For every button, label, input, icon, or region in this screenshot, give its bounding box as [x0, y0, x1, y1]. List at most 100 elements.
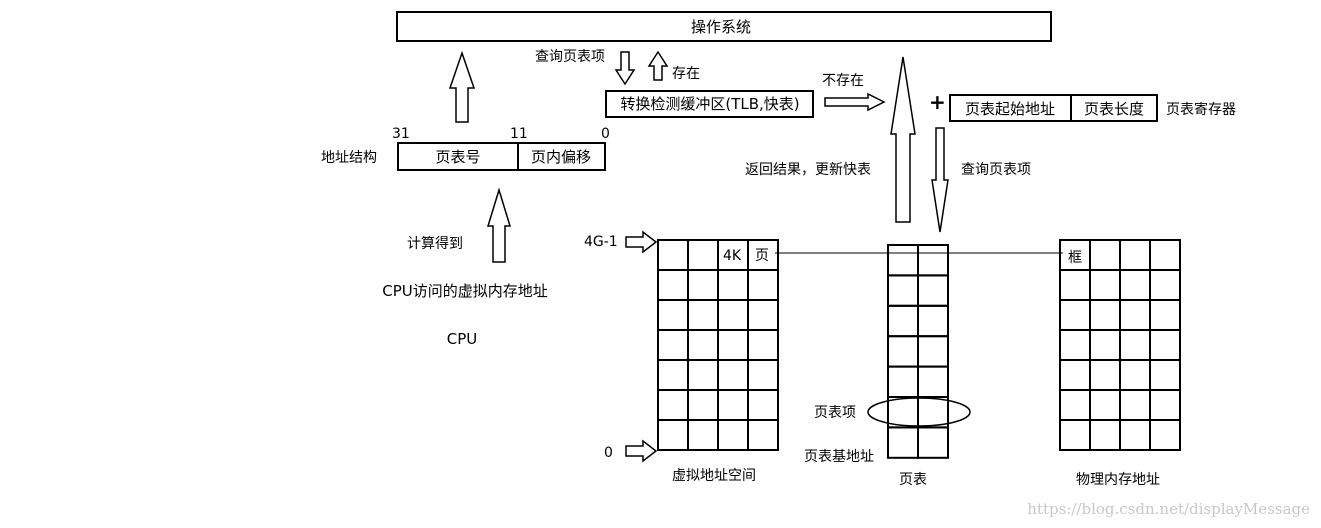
tlb-box-label: 转换检测缓冲区(TLB,快表): [620, 95, 799, 113]
physical-frame-cell: [1149, 299, 1181, 331]
register-start-addr-cell: [949, 94, 1072, 122]
pte-highlight-ellipse: [867, 397, 971, 427]
virtual-address-grid: [657, 239, 779, 451]
physical-frame-cell: [1059, 299, 1091, 331]
page-table-entry-cell: [887, 304, 919, 338]
cpu-vaddr-label: CPU访问的虚拟内存地址: [382, 282, 548, 300]
virtual-page-cell: [747, 389, 779, 421]
tlb-box: [605, 90, 814, 118]
physical-frame-cell: [1149, 269, 1181, 301]
virtual-page-cell: [717, 419, 749, 451]
page-table-entry-cell: [887, 426, 919, 459]
exists-label: 存在: [672, 66, 700, 82]
virtual-page-cell: [687, 329, 719, 361]
virtual-page-cell: [687, 389, 719, 421]
cpu-label: CPU: [447, 330, 478, 348]
bit-31-label: 31: [392, 126, 410, 142]
page-table-label: 页表: [899, 472, 927, 488]
return-result-label: 返回结果，更新快表: [745, 162, 871, 178]
physical-frame-label: 框: [1068, 250, 1082, 266]
vspace-top-marker: 4G-1: [584, 234, 618, 250]
physical-label: 物理内存地址: [1076, 472, 1160, 488]
page-number-cell: [397, 142, 519, 171]
page-table-entry-cell: [917, 274, 949, 307]
physical-frame-cell: [1089, 359, 1121, 391]
page-table-entry-cell: [887, 335, 919, 368]
page-offset-label: 页内偏移: [531, 148, 591, 166]
virtual-page-cell: [747, 329, 779, 361]
pte-label: 页表项: [814, 405, 856, 421]
page-number-label: 页表号: [435, 148, 480, 166]
query-pte-right-label: 查询页表项: [961, 162, 1031, 178]
page-table-grid: [887, 244, 949, 459]
computed-label: 计算得到: [407, 235, 463, 252]
page-table-entry-cell: [917, 396, 949, 429]
not-exists-label: 不存在: [822, 73, 864, 89]
register-label: 页表寄存器: [1166, 101, 1236, 118]
virtual-page-cell: [657, 299, 689, 331]
page-table-entry-cell: [917, 426, 949, 459]
physical-frame-cell: [1149, 419, 1181, 451]
right-arrow-not-exists-icon: [824, 92, 886, 112]
plus-sign: +: [929, 90, 946, 114]
query-pte-top-label: 查询页表项: [535, 49, 605, 65]
up-arrow-computed-icon: [486, 187, 512, 263]
physical-frame-cell: [1149, 359, 1181, 391]
vspace-cell-4k: 4K: [723, 248, 742, 264]
physical-frame-cell: [1089, 419, 1121, 451]
page-offset-cell: [517, 142, 606, 171]
virtual-page-cell: [717, 299, 749, 331]
up-arrow-return-icon: [890, 56, 916, 223]
up-arrow-to-os-icon: [448, 50, 476, 123]
physical-frame-cell: [1149, 329, 1181, 361]
virtual-page-cell: [657, 269, 689, 301]
physical-frame-cell: [1119, 239, 1151, 271]
virtual-page-cell: [657, 329, 689, 361]
down-arrow-query-pte-icon: [931, 127, 949, 233]
virtual-page-cell: [687, 419, 719, 451]
physical-frame-cell: [1089, 299, 1121, 331]
page-table-entry-cell: [917, 365, 949, 399]
os-box-label: 操作系统: [691, 18, 751, 36]
page-table-entry-cell: [917, 244, 949, 277]
virtual-page-cell: [687, 359, 719, 391]
physical-frame-cell: [1119, 419, 1151, 451]
vspace-top-arrow-icon: [625, 230, 658, 254]
physical-frame-cell: [1089, 329, 1121, 361]
physical-frame-cell: [1119, 329, 1151, 361]
up-arrow-exists-icon: [647, 50, 669, 81]
virtual-page-cell: [657, 389, 689, 421]
virtual-page-cell: [717, 269, 749, 301]
register-length-label: 页表长度: [1084, 100, 1144, 118]
virtual-page-cell: [687, 269, 719, 301]
page-table-entry-cell: [917, 335, 949, 368]
down-arrow-query-icon: [614, 51, 636, 86]
page-table-base-label: 页表基地址: [804, 448, 874, 465]
vspace-bottom-marker: 0: [604, 445, 613, 461]
virtual-page-cell: [657, 239, 689, 271]
virtual-page-cell: [717, 389, 749, 421]
physical-frame-cell: [1089, 389, 1121, 421]
physical-frame-cell: [1149, 239, 1181, 271]
virtual-page-cell: [657, 359, 689, 391]
virtual-page-cell: [657, 419, 689, 451]
bit-0-label: 0: [601, 126, 610, 142]
physical-memory-grid: [1059, 239, 1181, 451]
physical-frame-cell: [1059, 359, 1091, 391]
virtual-page-cell: [717, 329, 749, 361]
physical-frame-cell: [1149, 389, 1181, 421]
page-table-entry-cell: [887, 365, 919, 399]
physical-frame-cell: [1059, 269, 1091, 301]
physical-frame-cell: [1059, 419, 1091, 451]
register-length-cell: [1070, 94, 1158, 122]
page-table-entry-cell: [887, 396, 919, 429]
bit-11-label: 11: [510, 126, 528, 142]
physical-frame-cell: [1119, 389, 1151, 421]
watermark: https://blog.csdn.net/displayMessage: [1027, 500, 1310, 518]
physical-frame-cell: [1089, 239, 1121, 271]
virtual-page-cell: [747, 359, 779, 391]
virtual-page-cell: [747, 419, 779, 451]
vspace-bottom-arrow-icon: [625, 439, 658, 463]
physical-frame-cell: [1059, 329, 1091, 361]
